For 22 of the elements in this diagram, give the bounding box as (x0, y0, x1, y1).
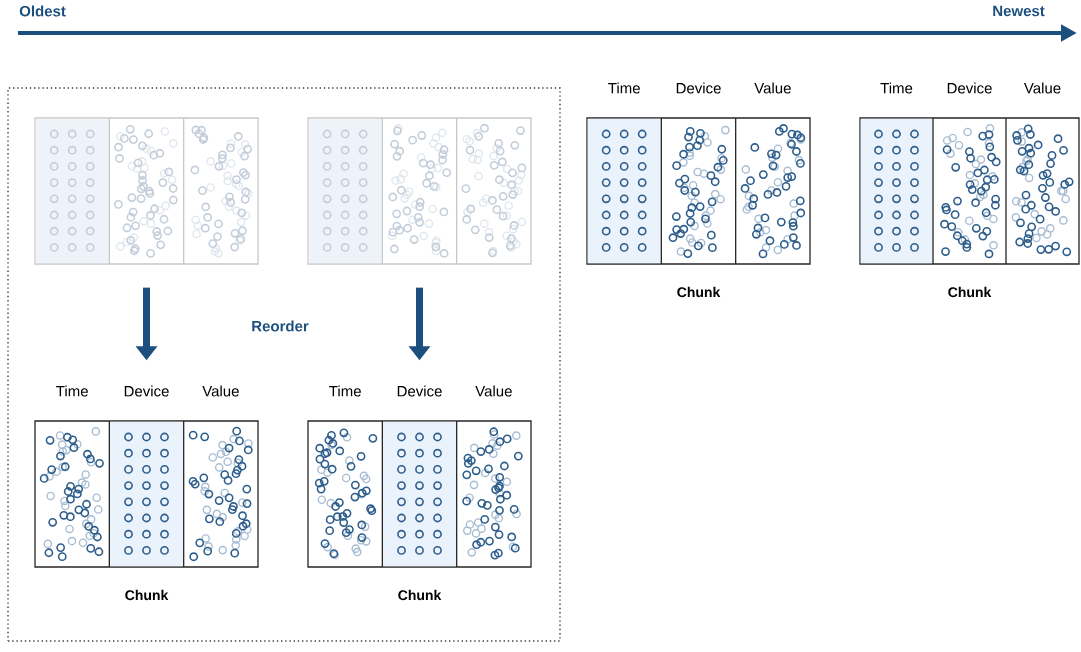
chunk-caption: Chunk (125, 589, 169, 601)
column-header: Device (124, 385, 169, 397)
dashed-frame (7, 87, 561, 642)
column-header: Device (676, 82, 721, 94)
chunk-caption: Chunk (677, 286, 721, 298)
column-header: Time (329, 385, 361, 397)
column-header: Device (397, 385, 442, 397)
column-header: Time (880, 82, 913, 94)
time-label: Oldest (19, 5, 66, 17)
column-header: Value (202, 385, 239, 397)
chunk-table (34, 117, 259, 265)
time-label: Newest (993, 5, 1045, 17)
column-header: Time (56, 385, 88, 397)
column-header: Time (608, 82, 640, 94)
chunk-caption: Chunk (398, 589, 442, 601)
column-header: Value (475, 385, 512, 397)
column-header: Value (754, 82, 791, 94)
column-header: Value (1023, 82, 1061, 94)
column-header: Device (947, 82, 992, 94)
chunk-caption: Chunk (948, 286, 992, 298)
reorder-label: Reorder (252, 320, 309, 332)
chunk-table (307, 117, 532, 265)
